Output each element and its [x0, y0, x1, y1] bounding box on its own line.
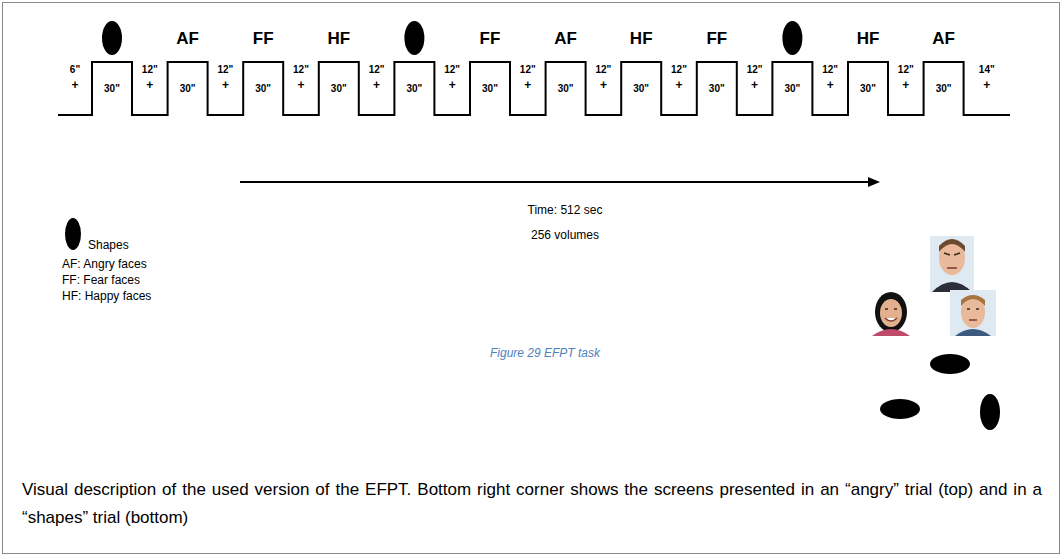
- fixation-cross: +: [902, 79, 909, 92]
- legend-entry: FF: Fear faces: [62, 274, 140, 287]
- duration-label: 12": [747, 64, 763, 75]
- shapes-trial-oval: [930, 354, 970, 374]
- block-duration-label: 30": [709, 83, 725, 94]
- fixation-cross: +: [751, 79, 758, 92]
- duration-label: 12": [217, 64, 233, 75]
- block-condition-label: AF: [932, 30, 955, 49]
- legend-entry: HF: Happy faces: [62, 290, 151, 303]
- duration-label: 12": [595, 64, 611, 75]
- shapes-trial-oval: [980, 394, 1000, 430]
- fixation-cross: +: [222, 79, 229, 92]
- duration-label: 12": [369, 64, 385, 75]
- block-condition-label: AF: [176, 30, 199, 49]
- neutral-face-picture: [950, 290, 996, 336]
- block-condition-label: FF: [253, 30, 274, 49]
- block-duration-label: 30": [936, 83, 952, 94]
- duration-label: 12": [293, 64, 309, 75]
- time-label: 256 volumes: [531, 229, 599, 242]
- fixation-cross: +: [983, 79, 990, 92]
- angry-face-picture: [930, 236, 974, 292]
- block-condition-label: FF: [480, 30, 501, 49]
- fixation-cross: +: [297, 79, 304, 92]
- block-duration-label: 30": [180, 83, 196, 94]
- figure-caption: Figure 29 EFPT task: [490, 347, 600, 360]
- legend-entry: Shapes: [88, 239, 129, 252]
- happy-face-picture: [868, 290, 914, 336]
- shape-block-oval: [102, 21, 122, 55]
- fixation-cross: +: [827, 79, 834, 92]
- block-timeline: [58, 62, 1010, 115]
- fixation-cross: +: [71, 79, 78, 92]
- duration-label: 12": [822, 64, 838, 75]
- block-duration-label: 30": [784, 83, 800, 94]
- block-duration-label: 30": [406, 83, 422, 94]
- fixation-cross: +: [675, 79, 682, 92]
- time-label: Time: 512 sec: [528, 204, 603, 217]
- block-condition-label: HF: [630, 30, 653, 49]
- block-duration-label: 30": [558, 83, 574, 94]
- duration-label: 12": [898, 64, 914, 75]
- block-duration-label: 30": [633, 83, 649, 94]
- time-axis: [240, 181, 872, 183]
- duration-label: 14": [979, 64, 995, 75]
- block-condition-label: FF: [706, 30, 727, 49]
- legend-entry: AF: Angry faces: [62, 258, 147, 271]
- legend-oval: [65, 218, 81, 250]
- shape-block-oval: [782, 21, 802, 55]
- fixation-cross: +: [373, 79, 380, 92]
- shapes-trial-oval: [880, 399, 920, 419]
- duration-label: 12": [142, 64, 158, 75]
- fixation-cross: +: [146, 79, 153, 92]
- fixation-cross: +: [524, 79, 531, 92]
- block-duration-label: 30": [331, 83, 347, 94]
- shape-block-oval: [404, 21, 424, 55]
- fixation-cross: +: [449, 79, 456, 92]
- duration-label: 12": [671, 64, 687, 75]
- block-duration-label: 30": [104, 83, 120, 94]
- block-condition-label: HF: [857, 30, 880, 49]
- block-duration-label: 30": [482, 83, 498, 94]
- block-duration-label: 30": [860, 83, 876, 94]
- block-condition-label: AF: [554, 30, 577, 49]
- fixation-cross: +: [600, 79, 607, 92]
- duration-label: 12": [520, 64, 536, 75]
- time-arrowhead: [868, 177, 880, 187]
- block-condition-label: HF: [327, 30, 350, 49]
- figure-description: Visual description of the used version o…: [22, 476, 1042, 532]
- duration-label: 12": [444, 64, 460, 75]
- block-duration-label: 30": [255, 83, 271, 94]
- duration-label: 6": [70, 64, 80, 75]
